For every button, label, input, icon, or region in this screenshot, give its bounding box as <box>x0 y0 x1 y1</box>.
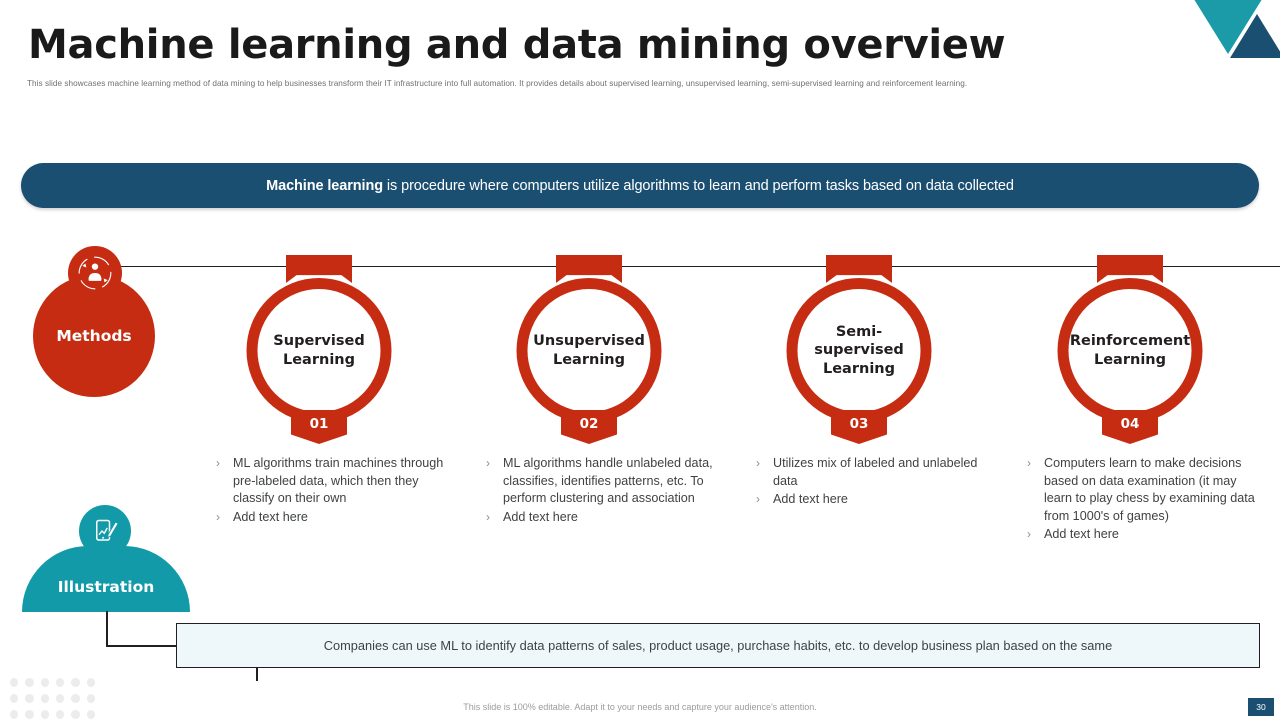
chevron-right-icon: › <box>486 509 490 524</box>
method-ring-3[interactable]: Semi-supervised Learning <box>786 278 932 423</box>
list-item: › ML algorithms train machines through p… <box>216 455 444 508</box>
page-subtitle: This slide showcases machine learning me… <box>27 79 968 88</box>
summary-note-box: Companies can use ML to identify data pa… <box>176 623 1260 668</box>
chevron-right-icon: › <box>1027 527 1031 542</box>
dot-icon <box>40 710 49 719</box>
chevron-right-icon: › <box>486 456 490 470</box>
chevron-right-icon: › <box>216 509 220 524</box>
dot-icon <box>71 710 80 719</box>
bullet-text[interactable]: Add text here <box>233 509 308 524</box>
bullet-text[interactable]: Add text here <box>1044 527 1119 542</box>
dot-icon <box>55 710 65 719</box>
definition-rest: is procedure where computers utilize alg… <box>382 177 1014 194</box>
page-number: 30 <box>1248 698 1274 716</box>
list-item: › ML algorithms handle unlabeled data, c… <box>486 455 714 508</box>
bullet-text: Computers learn to make decisions based … <box>1044 456 1255 523</box>
method-title-2: Unsupervised Learning <box>533 333 645 368</box>
bullet-text: ML algorithms handle unlabeled data, cla… <box>503 456 713 506</box>
footer-text: This slide is 100% editable. Adapt it to… <box>463 702 817 712</box>
bullet-text: ML algorithms train machines through pre… <box>233 456 444 506</box>
method-number-tag-3: 03 <box>831 410 887 444</box>
dot-icon <box>71 694 80 703</box>
dot-icon <box>10 694 19 703</box>
dot-icon <box>40 694 49 703</box>
methods-icon-badge <box>68 246 122 300</box>
dot-row <box>10 694 102 703</box>
page-title: Machine learning and data mining overvie… <box>28 22 1006 68</box>
tablet-stylus-icon <box>96 519 119 541</box>
dot-icon <box>55 694 65 703</box>
dot-row <box>10 710 102 719</box>
dot-row <box>10 678 102 687</box>
method-title-3: Semi-supervised Learning <box>814 324 904 377</box>
person-reading-cycle-icon <box>78 256 112 290</box>
method-number-tag-1: 01 <box>291 410 347 444</box>
chevron-right-icon: › <box>216 456 220 470</box>
bullet-text: Utilizes mix of labeled and unlabeled da… <box>773 456 978 488</box>
list-item: › Add text here <box>216 509 444 527</box>
illustration-dome: Illustration <box>22 546 190 612</box>
dot-icon <box>86 678 95 687</box>
dot-icon <box>86 710 95 719</box>
definition-banner-text: Machine learning is procedure where comp… <box>266 178 1014 194</box>
summary-note-text: Companies can use ML to identify data pa… <box>323 638 1113 653</box>
method-number-1: 01 <box>309 416 329 432</box>
dot-icon <box>10 710 19 719</box>
timeline-rail <box>88 266 1280 267</box>
method-number-2: 02 <box>579 416 599 432</box>
method-bullets-3: › Utilizes mix of labeled and unlabeled … <box>756 455 984 510</box>
dot-icon <box>40 678 49 687</box>
definition-banner: Machine learning is procedure where comp… <box>21 163 1259 208</box>
dot-icon <box>55 678 65 687</box>
dot-icon <box>86 694 95 703</box>
bullet-text[interactable]: Add text here <box>773 492 848 507</box>
chevron-right-icon: › <box>756 492 760 507</box>
dot-icon <box>25 710 34 719</box>
illustration-icon-badge <box>79 505 131 557</box>
chevron-right-icon: › <box>756 456 760 470</box>
method-bullets-4: › Computers learn to make decisions base… <box>1027 455 1255 545</box>
method-bullets-1: › ML algorithms train machines through p… <box>216 455 444 527</box>
method-ring-1[interactable]: Supervised Learning <box>246 278 392 423</box>
dot-icon <box>25 678 34 687</box>
dot-icon <box>71 678 80 687</box>
bullet-text[interactable]: Add text here <box>503 509 578 524</box>
method-ring-2[interactable]: Unsupervised Learning <box>516 278 662 423</box>
dot-icon <box>10 678 19 687</box>
list-item: › Add text here <box>756 491 984 509</box>
methods-label: Methods <box>56 327 132 345</box>
logo-triangle-navy-icon <box>1230 14 1280 58</box>
method-number-tag-4: 04 <box>1102 410 1158 444</box>
chevron-right-icon: › <box>1027 456 1031 470</box>
method-number-3: 03 <box>849 416 869 432</box>
method-title-1: Supervised Learning <box>273 333 365 368</box>
illustration-label: Illustration <box>57 578 155 596</box>
list-item: › Add text here <box>486 509 714 527</box>
list-item: › Utilizes mix of labeled and unlabeled … <box>756 455 984 490</box>
method-number-4: 04 <box>1120 416 1140 432</box>
list-item: › Add text here <box>1027 526 1255 544</box>
method-bullets-2: › ML algorithms handle unlabeled data, c… <box>486 455 714 527</box>
connector-vertical-top <box>106 611 108 647</box>
method-ring-4[interactable]: Reinforcement Learning <box>1057 278 1203 423</box>
dot-icon <box>25 694 34 703</box>
method-number-tag-2: 02 <box>561 410 617 444</box>
brand-logo <box>1188 0 1280 62</box>
decorative-dot-grid <box>10 678 102 726</box>
definition-term: Machine learning <box>266 177 383 194</box>
method-title-4: Reinforcement Learning <box>1069 333 1191 368</box>
list-item: › Computers learn to make decisions base… <box>1027 455 1255 525</box>
